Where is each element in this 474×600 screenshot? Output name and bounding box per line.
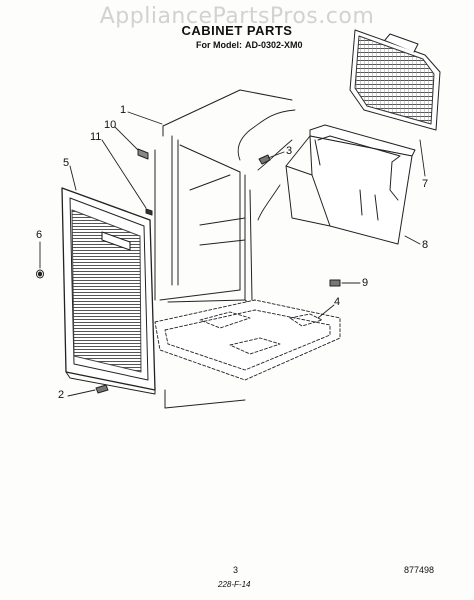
callout-10: 10 — [104, 119, 117, 131]
rear-filter-panel — [349, 29, 441, 131]
drip-bucket — [285, 124, 416, 245]
part-2-screw — [95, 384, 109, 394]
part-10-knob-pad — [137, 148, 149, 160]
callout-7: 7 — [422, 178, 429, 190]
diagram-title: CABINET PARTS — [181, 23, 293, 38]
model-line: For Model:AD-0302-XM0 — [196, 40, 303, 50]
callout-5: 5 — [63, 157, 70, 169]
callout-4: 4 — [334, 296, 341, 308]
watermark: AppliancePartsPros.com — [99, 4, 375, 29]
doc-code: 877498 — [404, 565, 435, 575]
callout-2: 2 — [58, 389, 65, 401]
callout-8: 8 — [422, 239, 429, 251]
callout-11: 11 — [90, 131, 102, 143]
callout-3: 3 — [286, 145, 293, 157]
callout-6: 6 — [36, 229, 43, 241]
model-prefix: For Model: — [196, 40, 242, 50]
leader-lines — [39, 111, 426, 397]
callout-1: 1 — [120, 104, 127, 116]
callout-9: 9 — [362, 277, 369, 289]
date-code: 228-F-14 — [218, 580, 251, 589]
front-grille-panel — [61, 187, 156, 395]
part-3-screw — [258, 154, 271, 165]
part-11-screw — [145, 208, 153, 216]
part-9-screw — [329, 279, 341, 287]
part-6-knob — [36, 269, 44, 279]
page-number: 3 — [233, 565, 239, 575]
model-number: AD-0302-XM0 — [245, 40, 303, 50]
base-pan — [154, 299, 341, 381]
